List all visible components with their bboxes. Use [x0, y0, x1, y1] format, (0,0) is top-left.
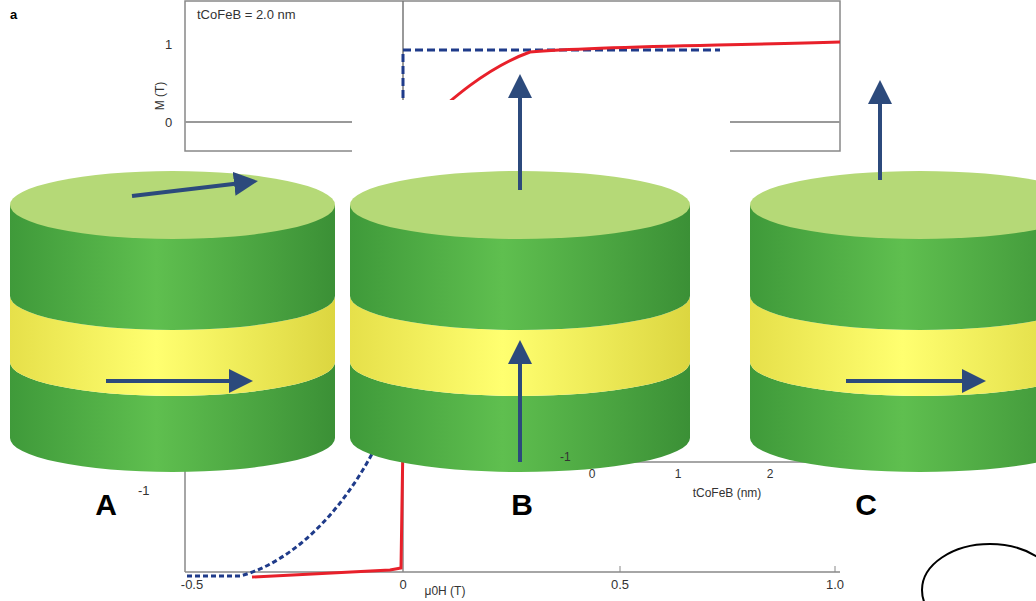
top-face	[750, 171, 1036, 239]
axis-label: 0	[165, 116, 172, 129]
axis-label: tCoFeB = 2.0 nm	[197, 8, 296, 21]
panel-label: A	[95, 490, 117, 520]
panel-label: C	[855, 490, 877, 520]
panel-label: B	[511, 490, 533, 520]
axis-label: -0.5	[181, 578, 203, 591]
axis-label: M (T)	[154, 82, 166, 111]
top-face	[10, 171, 335, 239]
axis-label: 2	[767, 468, 774, 480]
axis-label: μ0H (T)	[425, 585, 466, 597]
upper-chart	[185, 1, 840, 160]
axis-label: 1.0	[826, 578, 844, 591]
axis-label: 0	[589, 468, 596, 480]
axis-label: -1	[560, 451, 571, 463]
axis-label: 1	[165, 38, 172, 51]
axis-label: 1	[675, 468, 682, 480]
axis-label: -1	[138, 484, 150, 497]
magnetization-arrows	[106, 82, 978, 462]
axis-label: tCoFeB (nm)	[693, 487, 762, 499]
axis-label: 0	[399, 578, 406, 591]
oval-outline	[922, 544, 1036, 601]
axis-label: 0.5	[611, 578, 629, 591]
axis-label: a	[10, 8, 17, 21]
